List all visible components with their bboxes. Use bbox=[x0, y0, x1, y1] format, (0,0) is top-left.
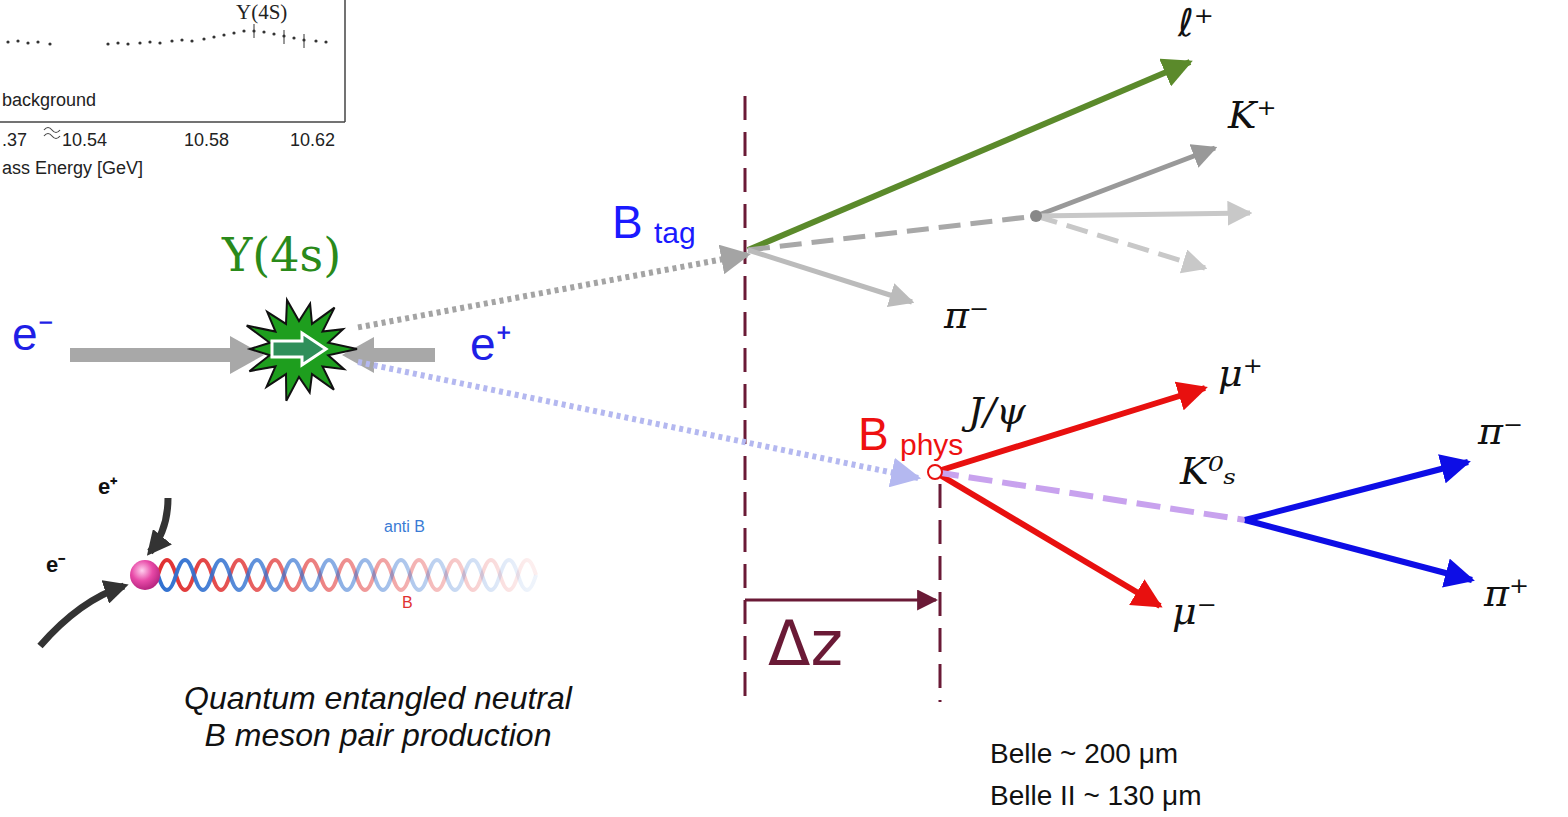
flight-path bbox=[358, 255, 748, 328]
particle-label: K⁰ₛ bbox=[1180, 450, 1236, 494]
meson-label: B bbox=[858, 408, 889, 461]
decay-vertex bbox=[1030, 210, 1042, 222]
boost-arrow bbox=[272, 333, 326, 365]
beam-label: e⁻ bbox=[46, 552, 65, 577]
particle-label: ℓ⁺ bbox=[1178, 2, 1214, 46]
decay-track bbox=[1036, 213, 1250, 216]
meson-name: B bbox=[402, 594, 413, 612]
particle-label: μ⁺ bbox=[1218, 352, 1263, 396]
peak-label: Υ(4S) bbox=[236, 0, 287, 24]
resonance-label: Υ(4s) bbox=[222, 229, 341, 282]
pion-plus-track bbox=[1245, 520, 1472, 580]
resolution-note: Belle II ~ 130 μm bbox=[990, 780, 1201, 812]
phys-vertex bbox=[928, 465, 942, 479]
data-points bbox=[6, 29, 327, 45]
meson-name: anti B bbox=[384, 518, 425, 536]
electron-incoming bbox=[40, 586, 124, 646]
axis-tick: 10.54 bbox=[62, 130, 107, 151]
electron-beam bbox=[70, 336, 264, 374]
plot-label: background bbox=[2, 90, 96, 111]
axis-tick: .37 bbox=[2, 130, 27, 151]
pion-minus-track bbox=[1245, 462, 1468, 520]
plot-axis bbox=[0, 121, 345, 123]
particle-label: J/ψ bbox=[968, 390, 1026, 434]
positron-incoming bbox=[150, 498, 168, 552]
axis-title: ass Energy [GeV] bbox=[2, 158, 143, 179]
helix-anti-b bbox=[158, 560, 536, 590]
axis-tick: 10.58 bbox=[184, 130, 229, 151]
particle-label: μ⁻ bbox=[1172, 590, 1217, 634]
neutral-track bbox=[748, 216, 1036, 250]
resolution-note: Belle ~ 200 μm bbox=[990, 738, 1178, 770]
distance-label: Δz bbox=[768, 608, 843, 679]
axis-tick: 10.62 bbox=[290, 130, 335, 151]
delta-z-arrow bbox=[745, 599, 936, 602]
lepton-track bbox=[748, 62, 1190, 250]
meson-label: B bbox=[612, 196, 643, 249]
particle-label: π⁺ bbox=[1484, 572, 1529, 616]
particle-label: π⁻ bbox=[944, 294, 989, 338]
tag-vertex: Btag bbox=[612, 196, 748, 255]
beam-label: e⁺ bbox=[470, 318, 512, 371]
plot-frame bbox=[344, 0, 346, 122]
decay-neutral-track bbox=[1036, 216, 1205, 268]
meson-subscript: phys bbox=[900, 428, 963, 463]
inset-plot bbox=[0, 0, 345, 139]
particle-label: K⁺ bbox=[1228, 94, 1276, 138]
burst-outline bbox=[247, 300, 357, 401]
burst-shape bbox=[240, 295, 358, 403]
meson-subscript: tag bbox=[654, 216, 696, 251]
tag-vertex-line bbox=[744, 96, 747, 702]
pion-track bbox=[748, 250, 912, 302]
particle-label: π⁻ bbox=[1478, 410, 1523, 454]
kaon-track bbox=[1036, 148, 1215, 216]
collision-ball bbox=[130, 560, 160, 590]
error-bars bbox=[254, 24, 304, 48]
phys-vertex-line bbox=[939, 484, 942, 702]
flight-path bbox=[358, 362, 918, 478]
positron-beam bbox=[342, 337, 435, 373]
helix-b bbox=[158, 560, 536, 590]
beam-label: e⁻ bbox=[12, 308, 54, 361]
beam-label: e⁺ bbox=[98, 474, 117, 499]
caption-text: Quantum entangled neutral B meson pair p… bbox=[108, 680, 648, 754]
resonance-burst: Υ(4s) bbox=[240, 295, 358, 403]
muon-plus-track bbox=[935, 388, 1205, 472]
axis-break bbox=[44, 128, 60, 139]
